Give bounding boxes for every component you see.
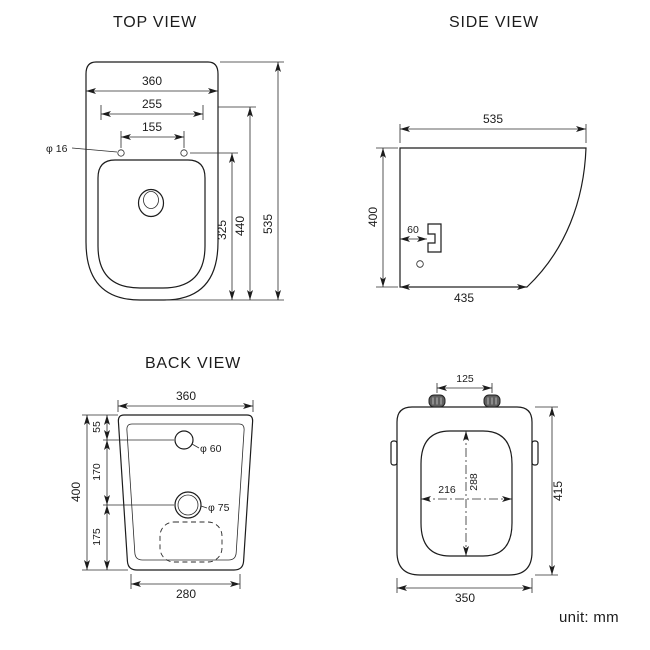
dim-label-535-side: 535 (483, 112, 503, 126)
dim-label-55: 55 (91, 421, 103, 433)
outlet-hole-inner (177, 494, 199, 516)
side-view-fixing-hole (416, 260, 424, 268)
dim-top-rim-width: 255 (100, 97, 204, 120)
dim-side-base-depth: 435 (400, 284, 527, 305)
top-view-drain-outer (137, 188, 165, 218)
top-view: TOP VIEW 360 255 155 φ 16 (46, 14, 284, 301)
seat-view: 125 288 216 415 350 (390, 373, 565, 605)
dim-label-400-back: 400 (69, 482, 83, 502)
hinge-knob-right (483, 394, 501, 408)
dim-side-overall-depth: 535 (399, 112, 587, 143)
dim-back-left-stack: 55 170 175 (82, 414, 174, 571)
back-view-title: BACK VIEW (145, 355, 241, 372)
dim-label-60: 60 (407, 224, 419, 236)
dim-label-350: 350 (455, 591, 475, 605)
top-view-drain-inner (143, 191, 159, 209)
seat-outline (396, 406, 533, 576)
dim-label-255: 255 (142, 97, 162, 111)
label-inlet-diameter: φ 60 (191, 443, 222, 455)
dim-seat-overall-length: 415 (535, 406, 565, 576)
dim-back-bottom-width: 280 (130, 574, 241, 601)
outlet-hole-outer (174, 491, 202, 519)
dim-back-top-width: 360 (117, 389, 254, 412)
dim-top-overall-depth: 535 (166, 61, 284, 301)
side-view: SIDE VIEW 535 400 60 435 (366, 14, 587, 305)
seat-opening-outline (420, 430, 513, 557)
dim-side-inlet-offset: 60 (400, 224, 427, 242)
dim-label-435: 435 (454, 291, 474, 305)
dim-top-hole-spacing: 155 (120, 120, 185, 148)
dim-label-phi60: φ 60 (200, 443, 222, 455)
side-view-mount-bracket (427, 223, 442, 253)
fixing-hole-left (117, 149, 125, 157)
dim-top-overall-width: 360 (86, 74, 218, 94)
dim-label-175: 175 (91, 528, 103, 546)
dim-label-325: 325 (215, 220, 229, 240)
dim-label-155: 155 (142, 120, 162, 134)
dim-label-phi16: φ 16 (46, 143, 68, 155)
back-view: BACK VIEW φ 60 φ 75 360 (69, 355, 254, 601)
dim-top-hole-depth: 440 (218, 106, 256, 300)
inlet-hole (174, 430, 194, 450)
dim-seat-opening-length: 288 (463, 431, 480, 556)
dim-back-overall-height: 400 (69, 415, 90, 570)
dim-top-rim-depth: 325 (190, 152, 238, 300)
dim-label-360-top: 360 (142, 74, 162, 88)
seat-damper-right (531, 440, 539, 466)
label-outlet-diameter: φ 75 (200, 502, 230, 514)
dim-label-phi75: φ 75 (208, 502, 230, 514)
label-hole-diameter: φ 16 (46, 143, 118, 155)
back-view-body-outline (117, 414, 254, 571)
dim-label-360-back: 360 (176, 389, 196, 403)
dim-label-415: 415 (551, 481, 565, 501)
seat-damper-left (390, 440, 398, 466)
hidden-trap-outline (159, 521, 223, 563)
dim-label-280: 280 (176, 587, 196, 601)
side-view-title: SIDE VIEW (449, 14, 539, 31)
top-view-body-outline (85, 61, 219, 301)
dim-label-400-side: 400 (366, 207, 380, 227)
dim-label-440: 440 (233, 216, 247, 236)
dim-label-216: 216 (438, 484, 456, 496)
unit-label: unit: mm (559, 609, 619, 626)
top-view-rim-outline (97, 159, 206, 289)
dim-label-170: 170 (91, 463, 103, 481)
top-view-title: TOP VIEW (113, 14, 197, 31)
dim-seat-opening-width: 216 (421, 484, 512, 502)
dim-seat-hinge-spacing: 125 (436, 373, 493, 393)
fixing-hole-right (180, 149, 188, 157)
dim-side-overall-height: 400 (366, 147, 398, 288)
dim-seat-overall-width: 350 (396, 578, 533, 605)
hinge-knob-left (428, 394, 446, 408)
back-view-inner-outline (126, 423, 245, 561)
side-view-body-outline (399, 147, 587, 288)
dim-label-535-top: 535 (261, 214, 275, 234)
dim-label-288: 288 (468, 473, 480, 491)
dim-label-125: 125 (456, 373, 474, 385)
